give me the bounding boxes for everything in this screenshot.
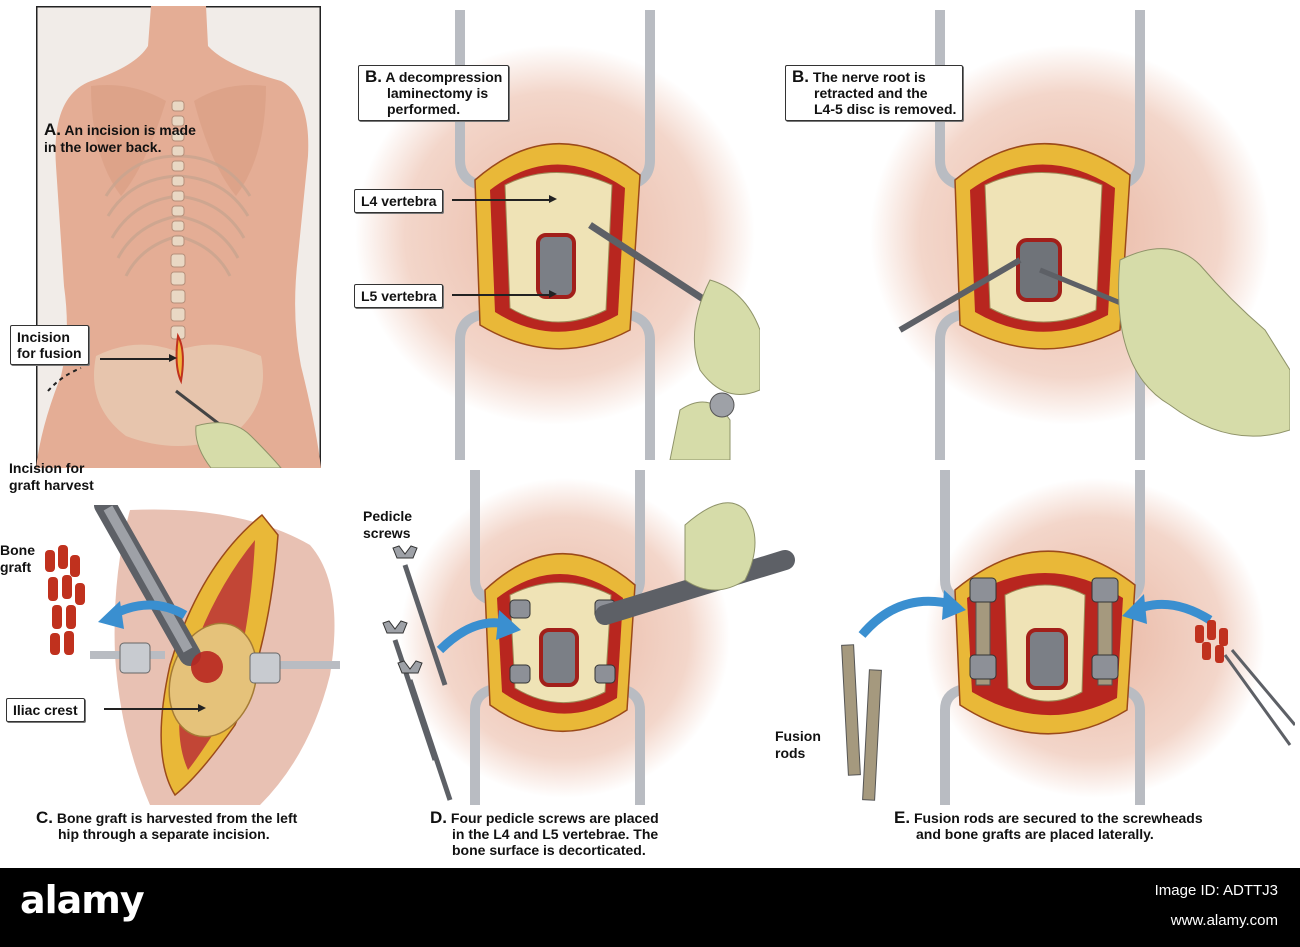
- l4-vertebra-text: L4 vertebra: [361, 193, 437, 209]
- incision-fusion-line1: Incision: [17, 329, 70, 345]
- graft-harvest-line1: Incision for: [9, 460, 85, 476]
- graft-harvest-line2: graft harvest: [9, 477, 94, 493]
- iliac-crest-leader: [104, 705, 206, 711]
- panel-b2-letter: B.: [792, 67, 809, 86]
- pedicle-screws-line1: Pedicle: [363, 508, 413, 524]
- panel-b2-title-line3: L4-5 disc is removed.: [814, 101, 957, 117]
- caption-d-letter: D.: [430, 808, 447, 827]
- fusion-rods-line1: Fusion: [775, 728, 821, 744]
- caption-d-line2: in the L4 and L5 vertebrae. The: [452, 826, 659, 842]
- caption-c-letter: C.: [36, 808, 53, 827]
- fusion-rods-label: Fusion rods: [775, 728, 821, 762]
- bone-graft-label: Bone graft: [0, 542, 35, 576]
- discectomy-illustration: [870, 10, 1290, 460]
- back-illustration: [36, 6, 321, 468]
- panel-e: Fusion rods: [770, 470, 1295, 805]
- panel-b1-letter: B.: [365, 67, 382, 86]
- incision-fusion-label: Incision for fusion: [10, 325, 89, 365]
- image-id: Image ID: ADTTJ3: [1154, 882, 1278, 899]
- fusion-rods-line2: rods: [775, 745, 806, 761]
- graft-harvest-label: Incision for graft harvest: [9, 460, 94, 494]
- panel-a-title: A. An incision is made in the lower back…: [44, 121, 196, 156]
- pedicle-screws-line2: screws: [363, 525, 411, 541]
- incision-fusion-line2: for fusion: [17, 345, 82, 361]
- caption-e: E. Fusion rods are secured to the screwh…: [894, 808, 1203, 842]
- caption-c: C. Bone graft is harvested from the left…: [36, 808, 298, 842]
- panel-b1-title-line2: laminectomy is: [387, 85, 489, 101]
- caption-c-line2: hip through a separate incision.: [58, 826, 270, 842]
- caption-e-line2: and bone grafts are placed laterally.: [916, 826, 1154, 842]
- incision-fusion-leader: [100, 355, 177, 361]
- bone-graft-line2: graft: [0, 559, 32, 575]
- iliac-crest-text: Iliac crest: [13, 702, 78, 718]
- l4-leader: [452, 196, 557, 202]
- l5-leader: [452, 291, 557, 297]
- panel-b1-title-line1: A decompression: [385, 69, 503, 85]
- footer-bar: alamy Image ID: ADTTJ3 www.alamy.com: [0, 868, 1300, 947]
- alamy-logo: alamy: [20, 878, 145, 922]
- panel-c: Bone graft Iliac crest: [0, 505, 345, 805]
- pedicle-screw-illustration: [382, 470, 795, 805]
- panel-b1-title-line3: performed.: [387, 101, 461, 117]
- panel-a-title-line2: in the lower back.: [44, 139, 162, 155]
- iliac-crest-illustration: [45, 505, 340, 805]
- fusion-rods-illustration: [841, 470, 1295, 805]
- caption-d: D. Four pedicle screws are placed in the…: [430, 808, 659, 858]
- panel-a-letter: A.: [44, 120, 61, 139]
- l5-vertebra-label: L5 vertebra: [354, 284, 444, 308]
- iliac-crest-label: Iliac crest: [6, 698, 85, 722]
- panel-a: A. An incision is made in the lower back…: [10, 6, 321, 468]
- pedicle-screws-label: Pedicle screws: [363, 508, 412, 542]
- panel-a-title-line1: An incision is made: [64, 122, 196, 138]
- caption-d-line3: bone surface is decorticated.: [452, 842, 646, 858]
- caption-e-line1: Fusion rods are secured to the screwhead…: [913, 810, 1203, 826]
- l4-vertebra-label: L4 vertebra: [354, 189, 444, 213]
- panel-b1-title: B. A decompression laminectomy is perfor…: [358, 65, 510, 121]
- panel-b2-title: B. The nerve root is retracted and the L…: [785, 65, 964, 121]
- caption-e-letter: E.: [894, 808, 911, 827]
- bone-graft-line1: Bone: [0, 542, 35, 558]
- caption-c-line1: Bone graft is harvested from the left: [56, 810, 298, 826]
- panel-b2-title-line1: The nerve root is: [812, 69, 926, 85]
- panel-d: Pedicle screws: [363, 470, 825, 805]
- l5-vertebra-text: L5 vertebra: [361, 288, 437, 304]
- caption-d-line1: Four pedicle screws are placed: [450, 810, 659, 826]
- panel-b2: B. The nerve root is retracted and the L…: [785, 10, 1290, 460]
- panel-b2-title-line2: retracted and the: [814, 85, 928, 101]
- panel-b1: B. A decompression laminectomy is perfor…: [350, 10, 760, 460]
- footer-url-link[interactable]: www.alamy.com: [1170, 912, 1278, 929]
- laminectomy-illustration: [355, 10, 760, 460]
